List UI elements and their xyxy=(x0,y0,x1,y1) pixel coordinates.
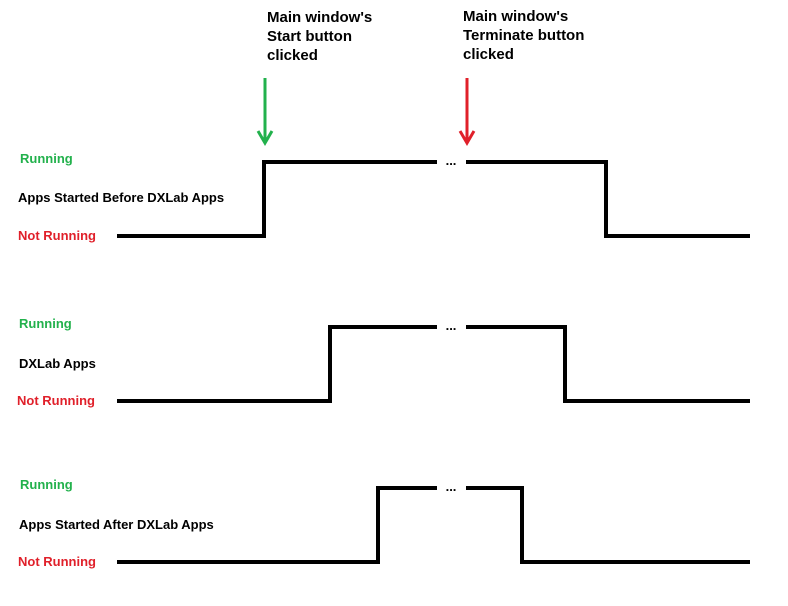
running-label: Running xyxy=(20,151,73,166)
gap-marker: ... xyxy=(446,153,457,168)
terminate-annotation-line: Main window's xyxy=(463,8,569,25)
row-title-before: Apps Started Before DXLab Apps xyxy=(18,190,225,205)
row-title-dxlab: DXLab Apps xyxy=(19,356,96,371)
start-annotation: Main window's Start button clicked xyxy=(267,8,372,65)
terminate-arrow xyxy=(458,78,476,146)
start-annotation-line: Main window's xyxy=(267,9,373,26)
terminate-annotation-line: Terminate button xyxy=(463,27,585,44)
signal-dxlab-part2 xyxy=(466,325,750,403)
gap-marker: ... xyxy=(446,479,457,494)
signal-before-part1 xyxy=(117,160,437,238)
terminate-annotation: Main window's Terminate button clicked xyxy=(463,7,584,64)
terminate-annotation-line: clicked xyxy=(463,46,514,63)
row-title-after: Apps Started After DXLab Apps xyxy=(19,517,214,532)
start-annotation-line: Start button xyxy=(267,28,352,45)
signal-dxlab-part1 xyxy=(117,325,437,403)
not-running-label: Not Running xyxy=(18,228,96,243)
running-label: Running xyxy=(20,477,73,492)
not-running-label: Not Running xyxy=(18,554,96,569)
gap-marker: ... xyxy=(446,318,457,333)
start-annotation-line: clicked xyxy=(267,47,318,64)
not-running-label: Not Running xyxy=(17,393,95,408)
signal-after-part2 xyxy=(466,486,750,564)
signal-after-part1 xyxy=(117,486,437,564)
start-arrow xyxy=(256,78,274,146)
running-label: Running xyxy=(19,316,72,331)
signal-before-part2 xyxy=(466,160,750,238)
